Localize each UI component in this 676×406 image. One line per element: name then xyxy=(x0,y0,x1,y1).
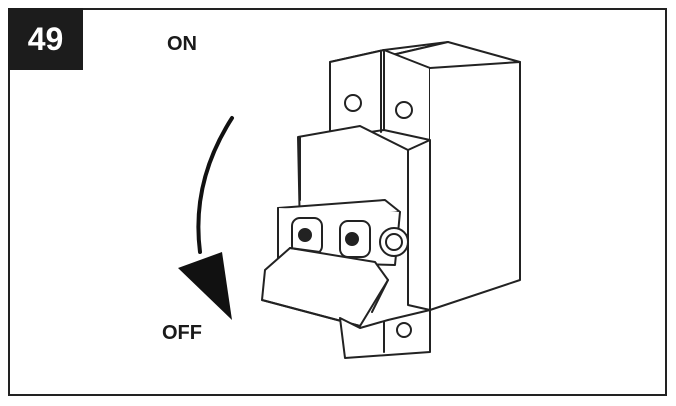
pivot-pin-right xyxy=(345,232,359,246)
upper-terminal-screw-left xyxy=(344,94,362,112)
pivot-pin-left xyxy=(298,228,312,242)
breaker-lower-housing xyxy=(339,309,431,359)
step-number-badge: 49 xyxy=(8,8,83,70)
step-number: 49 xyxy=(27,20,64,57)
off-label: OFF xyxy=(162,322,202,344)
curved-arrow-down-icon xyxy=(178,116,234,320)
lower-terminal-screw xyxy=(396,322,412,338)
breaker-upper-housing xyxy=(329,41,521,311)
breaker-lever xyxy=(261,247,389,327)
on-label: ON xyxy=(167,33,197,55)
upper-terminal-screw-right xyxy=(395,101,413,119)
